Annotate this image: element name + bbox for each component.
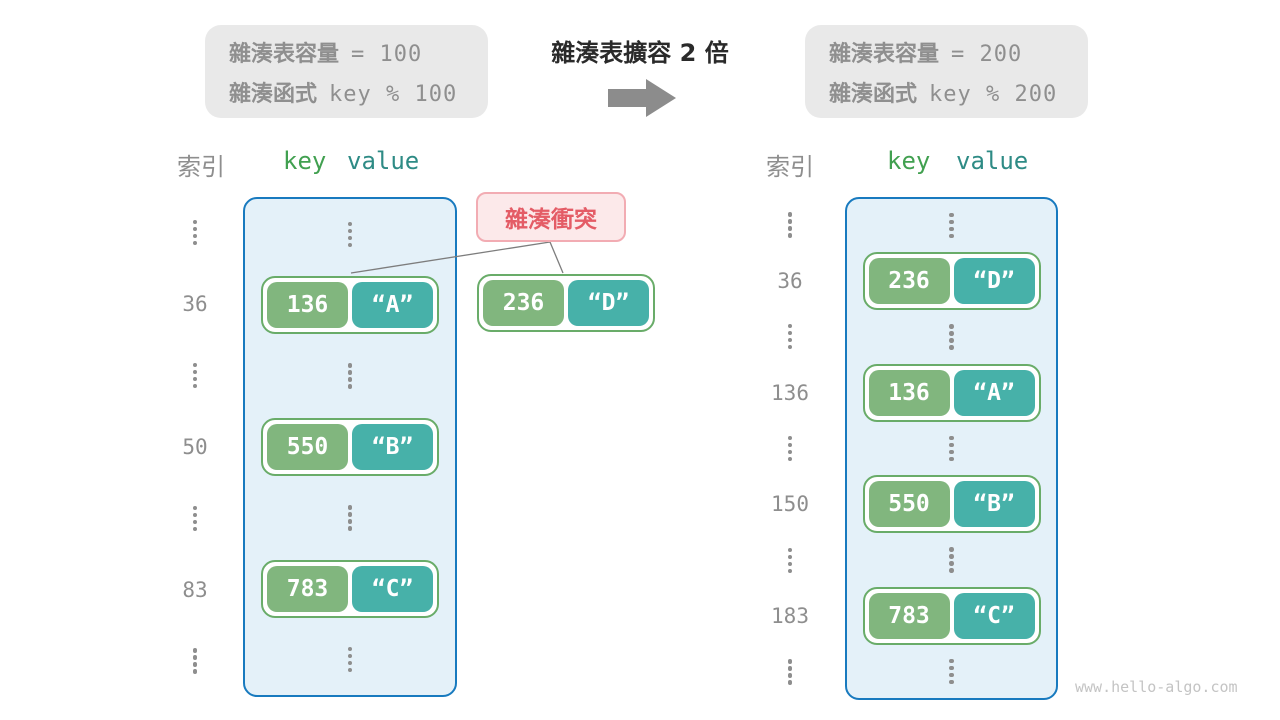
hash-function-label: 雜湊函式 <box>829 81 918 107</box>
kv-pair: 550 “B” <box>862 475 1041 534</box>
value-header-left: value <box>347 147 420 175</box>
ellipsis-dots <box>787 547 793 574</box>
index-value: 50 <box>182 434 208 459</box>
index-value: 183 <box>771 604 809 629</box>
kv-pair: 236 “D” <box>862 252 1041 311</box>
value-cell: “A” <box>352 282 433 329</box>
index-rail-right: 36 136 150 183 <box>750 197 830 700</box>
capacity-label: 雜湊表容量 <box>829 41 940 67</box>
ellipsis-dots <box>347 646 353 673</box>
key-cell: 136 <box>267 282 348 329</box>
ellipsis-dots <box>192 648 198 674</box>
ellipsis-dots <box>787 323 793 350</box>
index-value: 136 <box>771 380 809 405</box>
hash-function-line: 雜湊函式 key % 100 <box>229 76 464 108</box>
ellipsis-dots <box>787 659 793 685</box>
value-cell: “B” <box>352 424 433 470</box>
hash-function-value: key % 200 <box>929 81 1058 107</box>
key-cell: 550 <box>868 481 950 528</box>
capacity-label: 雜湊表容量 <box>229 41 340 67</box>
value-cell: “D” <box>568 280 649 326</box>
value-cell: “C” <box>953 592 1035 639</box>
ellipsis-dots <box>347 505 353 531</box>
value-cell: “D” <box>953 258 1035 305</box>
kv-pair: 136 “A” <box>261 276 439 335</box>
key-header-left: key <box>283 147 327 175</box>
kv-pair: 783 “C” <box>862 586 1041 645</box>
right-arrow-icon <box>606 77 678 119</box>
index-header-right: 索引 <box>766 153 814 181</box>
index-value: 150 <box>771 492 809 517</box>
ellipsis-dots <box>949 547 954 573</box>
key-cell: 783 <box>868 592 950 639</box>
ellipsis-dots <box>949 435 954 462</box>
kv-pair: 783 “C” <box>261 559 439 618</box>
ellipsis-dots <box>347 363 353 389</box>
ellipsis-dots <box>949 212 954 239</box>
collision-pair: 236 “D” <box>477 274 655 332</box>
capacity-value: = 200 <box>951 41 1023 67</box>
hash-function-line: 雜湊函式 key % 200 <box>829 76 1064 108</box>
capacity-line: 雜湊表容量 = 200 <box>829 36 1064 68</box>
ellipsis-dots <box>192 505 198 532</box>
ellipsis-dots <box>949 324 954 350</box>
key-cell: 783 <box>267 565 348 612</box>
hash-function-value: key % 100 <box>329 81 458 107</box>
value-header-right: value <box>956 147 1029 175</box>
key-cell: 236 <box>868 258 950 305</box>
ellipsis-dots <box>787 435 793 462</box>
capacity-line: 雜湊表容量 = 100 <box>229 36 464 68</box>
ellipsis-dots <box>949 658 954 685</box>
kv-pair: 136 “A” <box>862 363 1041 422</box>
ellipsis-dots <box>192 219 198 246</box>
key-cell: 550 <box>267 424 348 470</box>
capacity-value: = 100 <box>351 41 423 67</box>
expand-title: 雜湊表擴容 2 倍 <box>551 39 729 67</box>
watermark: www.hello-algo.com <box>1075 678 1238 696</box>
ellipsis-dots <box>192 362 198 389</box>
kv-pair: 236 “D” <box>477 274 655 332</box>
hash-table-after: 236 “D” 136 “A” 550 “B” 783 “C” <box>845 197 1058 700</box>
index-value: 36 <box>777 268 803 293</box>
key-cell: 236 <box>483 280 564 326</box>
capacity-box-after: 雜湊表容量 = 200 雜湊函式 key % 200 <box>805 25 1088 118</box>
value-cell: “C” <box>352 565 433 612</box>
key-cell: 136 <box>868 369 950 416</box>
ellipsis-dots <box>347 221 353 248</box>
hash-table-before: 136 “A” 550 “B” 783 “C” <box>243 197 457 697</box>
ellipsis-dots <box>787 212 793 238</box>
hash-function-label: 雜湊函式 <box>229 81 318 107</box>
index-rail-left: 36 50 83 <box>155 197 235 697</box>
index-value: 83 <box>182 577 208 602</box>
value-cell: “A” <box>953 369 1035 416</box>
capacity-box-before: 雜湊表容量 = 100 雜湊函式 key % 100 <box>205 25 488 118</box>
kv-pair: 550 “B” <box>261 418 439 476</box>
value-cell: “B” <box>953 481 1035 528</box>
index-header-left: 索引 <box>177 153 225 181</box>
index-value: 36 <box>182 292 208 317</box>
key-header-right: key <box>887 147 931 175</box>
collision-badge: 雜湊衝突 <box>476 192 626 242</box>
